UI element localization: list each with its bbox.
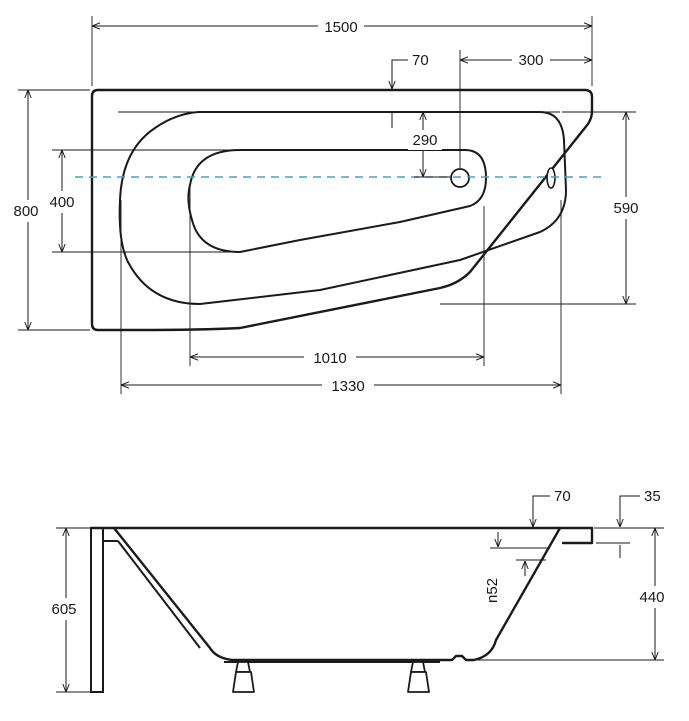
support-panel [90,527,104,693]
side-view: 605 440 70 35 n52 [44,488,672,693]
dim-label-rim-offset: 70 [412,52,429,69]
dim-label-width-total: 800 [13,203,38,220]
basin-bottom-outline [187,149,487,253]
dim-label-drain-from-end: 300 [518,52,543,69]
top-view: 1500 70 300 290 800 400 590 [6,16,646,395]
inner-basin-outline [118,111,567,305]
dim-label-overflow: n52 [484,578,501,603]
dim-label-1500: 1500 [324,19,357,36]
dim-label-total-height: 605 [51,601,76,618]
dim-label-rim-thickness: 70 [554,488,571,505]
overflow-icon [546,167,556,189]
dim-label-inner-depth: 440 [639,589,664,606]
foot-right [410,661,426,673]
dim-label-inner-width: 590 [613,200,638,217]
side-rim-outline [89,526,594,545]
dim-label-bottom-width: 400 [49,194,74,211]
drain-icon [450,168,470,188]
dim-label-edge-height: 35 [644,488,661,505]
dim-label-bottom-length: 1010 [313,350,346,367]
dim-label-inner-length: 1330 [331,378,364,395]
side-basin-outline [112,526,562,662]
dim-label-drain-from-wall: 290 [412,132,437,149]
outer-rim-outline [90,88,594,332]
foot-left [235,661,251,673]
